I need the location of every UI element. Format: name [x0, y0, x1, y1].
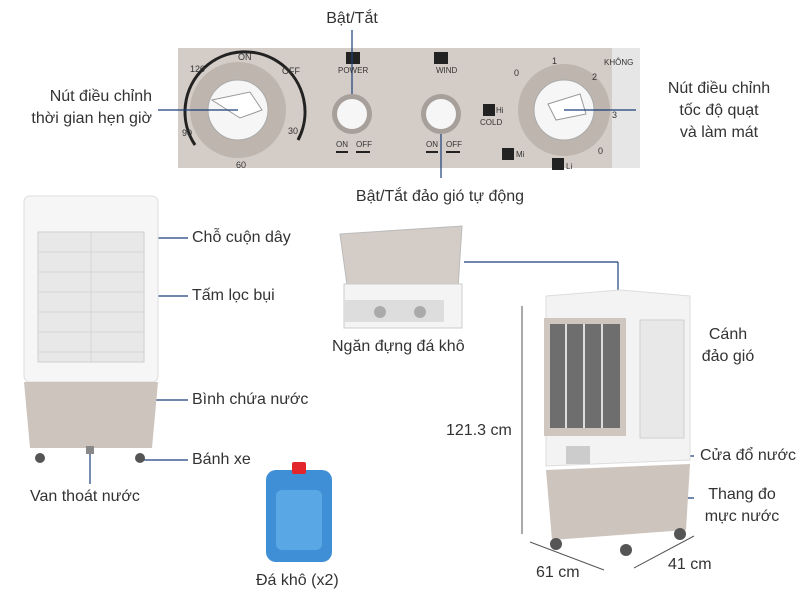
- ice-pack-caption: Đá khô (x2): [256, 572, 339, 589]
- height-dimension: 121.3 cm: [446, 422, 512, 439]
- speed-tick: 2: [592, 72, 598, 82]
- dimension-lines: [521, 306, 695, 571]
- timer-tick: 30: [288, 126, 299, 136]
- timer-tick: OFF: [282, 66, 300, 76]
- control-panel: [178, 48, 640, 170]
- speed-tick: 0: [598, 146, 604, 156]
- snowflake-icon: [502, 148, 514, 160]
- ice-compartment-caption: Ngăn đựng đá khô: [332, 338, 465, 355]
- power-caption: Bật/Tắt: [326, 10, 378, 27]
- drain-caption: Van thoát nước: [30, 488, 140, 505]
- ice-pack-image: [266, 462, 332, 562]
- timer-tick: 120: [190, 64, 206, 74]
- cord-caption: Chỗ cuộn dây: [192, 229, 291, 246]
- cold-label: COLD: [480, 118, 503, 127]
- timer-knob-caption: Nút điều chỉnh thời gian hẹn giờ: [31, 88, 152, 127]
- wind-label: WIND: [436, 66, 458, 75]
- timer-tick: 60: [236, 160, 247, 170]
- product-3d-view: [544, 289, 691, 556]
- timer-tick: 90: [182, 128, 193, 138]
- power-label: POWER: [338, 66, 369, 75]
- water-inlet-caption: Cửa đổ nước: [700, 447, 796, 464]
- front-view: [23, 195, 159, 463]
- louver-caption: Cánh đảo gió: [701, 326, 755, 365]
- tank-caption: Bình chứa nước: [192, 391, 309, 408]
- wind-on-label: ON: [426, 140, 438, 149]
- width-dimension: 61 cm: [536, 564, 580, 581]
- snowflake-icon: [483, 104, 495, 116]
- snowflake-icon: [552, 158, 564, 170]
- speed-tick: 3: [612, 110, 618, 120]
- power-knob: [332, 52, 372, 153]
- swing-caption: Bật/Tắt đảo gió tự động: [355, 188, 525, 205]
- power-on-label: ON: [336, 140, 348, 149]
- li-label: Li: [566, 162, 573, 171]
- wind-knob: [421, 52, 461, 153]
- power-off-label: OFF: [356, 140, 372, 149]
- filter-caption: Tấm lọc bụi: [192, 287, 275, 304]
- water-gauge-caption: Thang đo mực nước: [704, 486, 780, 525]
- speed-tick: 1: [552, 56, 558, 66]
- ice-compartment-view: [339, 225, 463, 329]
- depth-dimension: 41 cm: [668, 556, 712, 573]
- speed-tick: 0: [514, 68, 520, 78]
- mi-label: Mi: [516, 150, 525, 159]
- wind-off-label: OFF: [446, 140, 462, 149]
- wheel-caption: Bánh xe: [192, 451, 251, 468]
- hi-label: Hi: [496, 106, 504, 115]
- timer-tick: ON: [238, 52, 252, 62]
- khong-label: KHÔNG: [604, 58, 634, 67]
- speed-knob-caption: Nút điều chỉnh tốc độ quạt và làm mát: [667, 80, 771, 141]
